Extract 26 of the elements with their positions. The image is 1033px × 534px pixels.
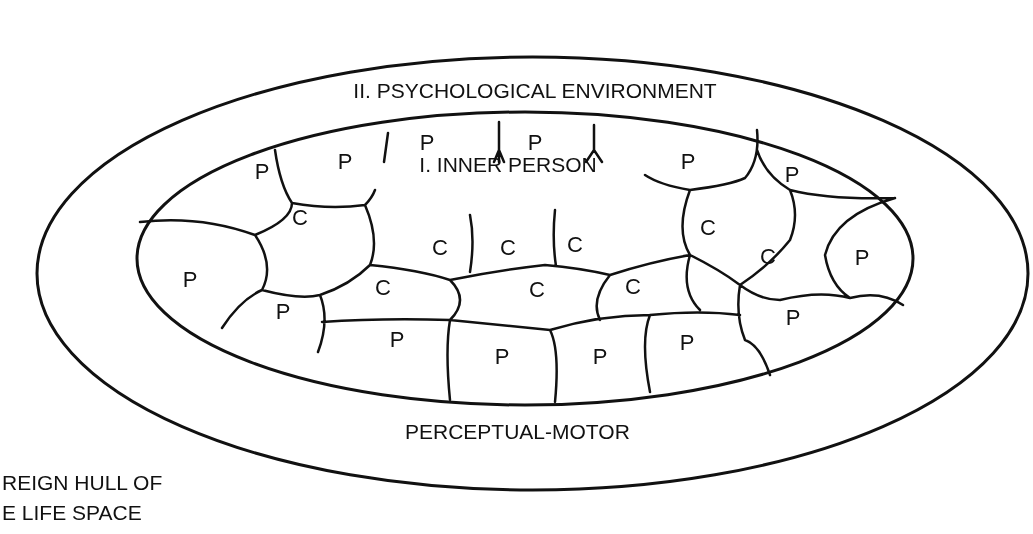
cell-label: P bbox=[592, 346, 608, 368]
cell-label: P bbox=[182, 269, 198, 291]
region-title: II. PSYCHOLOGICAL ENVIRONMENT bbox=[353, 79, 717, 103]
cell-label: P bbox=[494, 346, 510, 368]
region-label: REIGN HULL OF E LIFE SPACE bbox=[2, 470, 164, 526]
cell-label: P bbox=[784, 164, 800, 186]
cell-label: P bbox=[254, 161, 270, 183]
cell-label: C bbox=[432, 237, 448, 259]
cell-label: P bbox=[527, 132, 543, 154]
cell-label: C bbox=[529, 279, 545, 301]
cell-label: P bbox=[680, 151, 696, 173]
cell-label: P bbox=[785, 307, 801, 329]
region-label: PERCEPTUAL-MOTOR bbox=[405, 420, 630, 444]
cell-label: C bbox=[567, 234, 583, 256]
cell-label: P bbox=[275, 301, 291, 323]
cell-label: C bbox=[375, 277, 391, 299]
cell-label: P bbox=[854, 247, 870, 269]
cell-label: C bbox=[500, 237, 516, 259]
cell-label: C bbox=[700, 217, 716, 239]
cell-label: P bbox=[419, 132, 435, 154]
cell-label: P bbox=[389, 329, 405, 351]
region-title: I. INNER PERSON bbox=[419, 153, 597, 177]
cell-label: C bbox=[625, 276, 641, 298]
cell-label: P bbox=[679, 332, 695, 354]
cell-label: C bbox=[292, 207, 308, 229]
cell-label: P bbox=[337, 151, 353, 173]
